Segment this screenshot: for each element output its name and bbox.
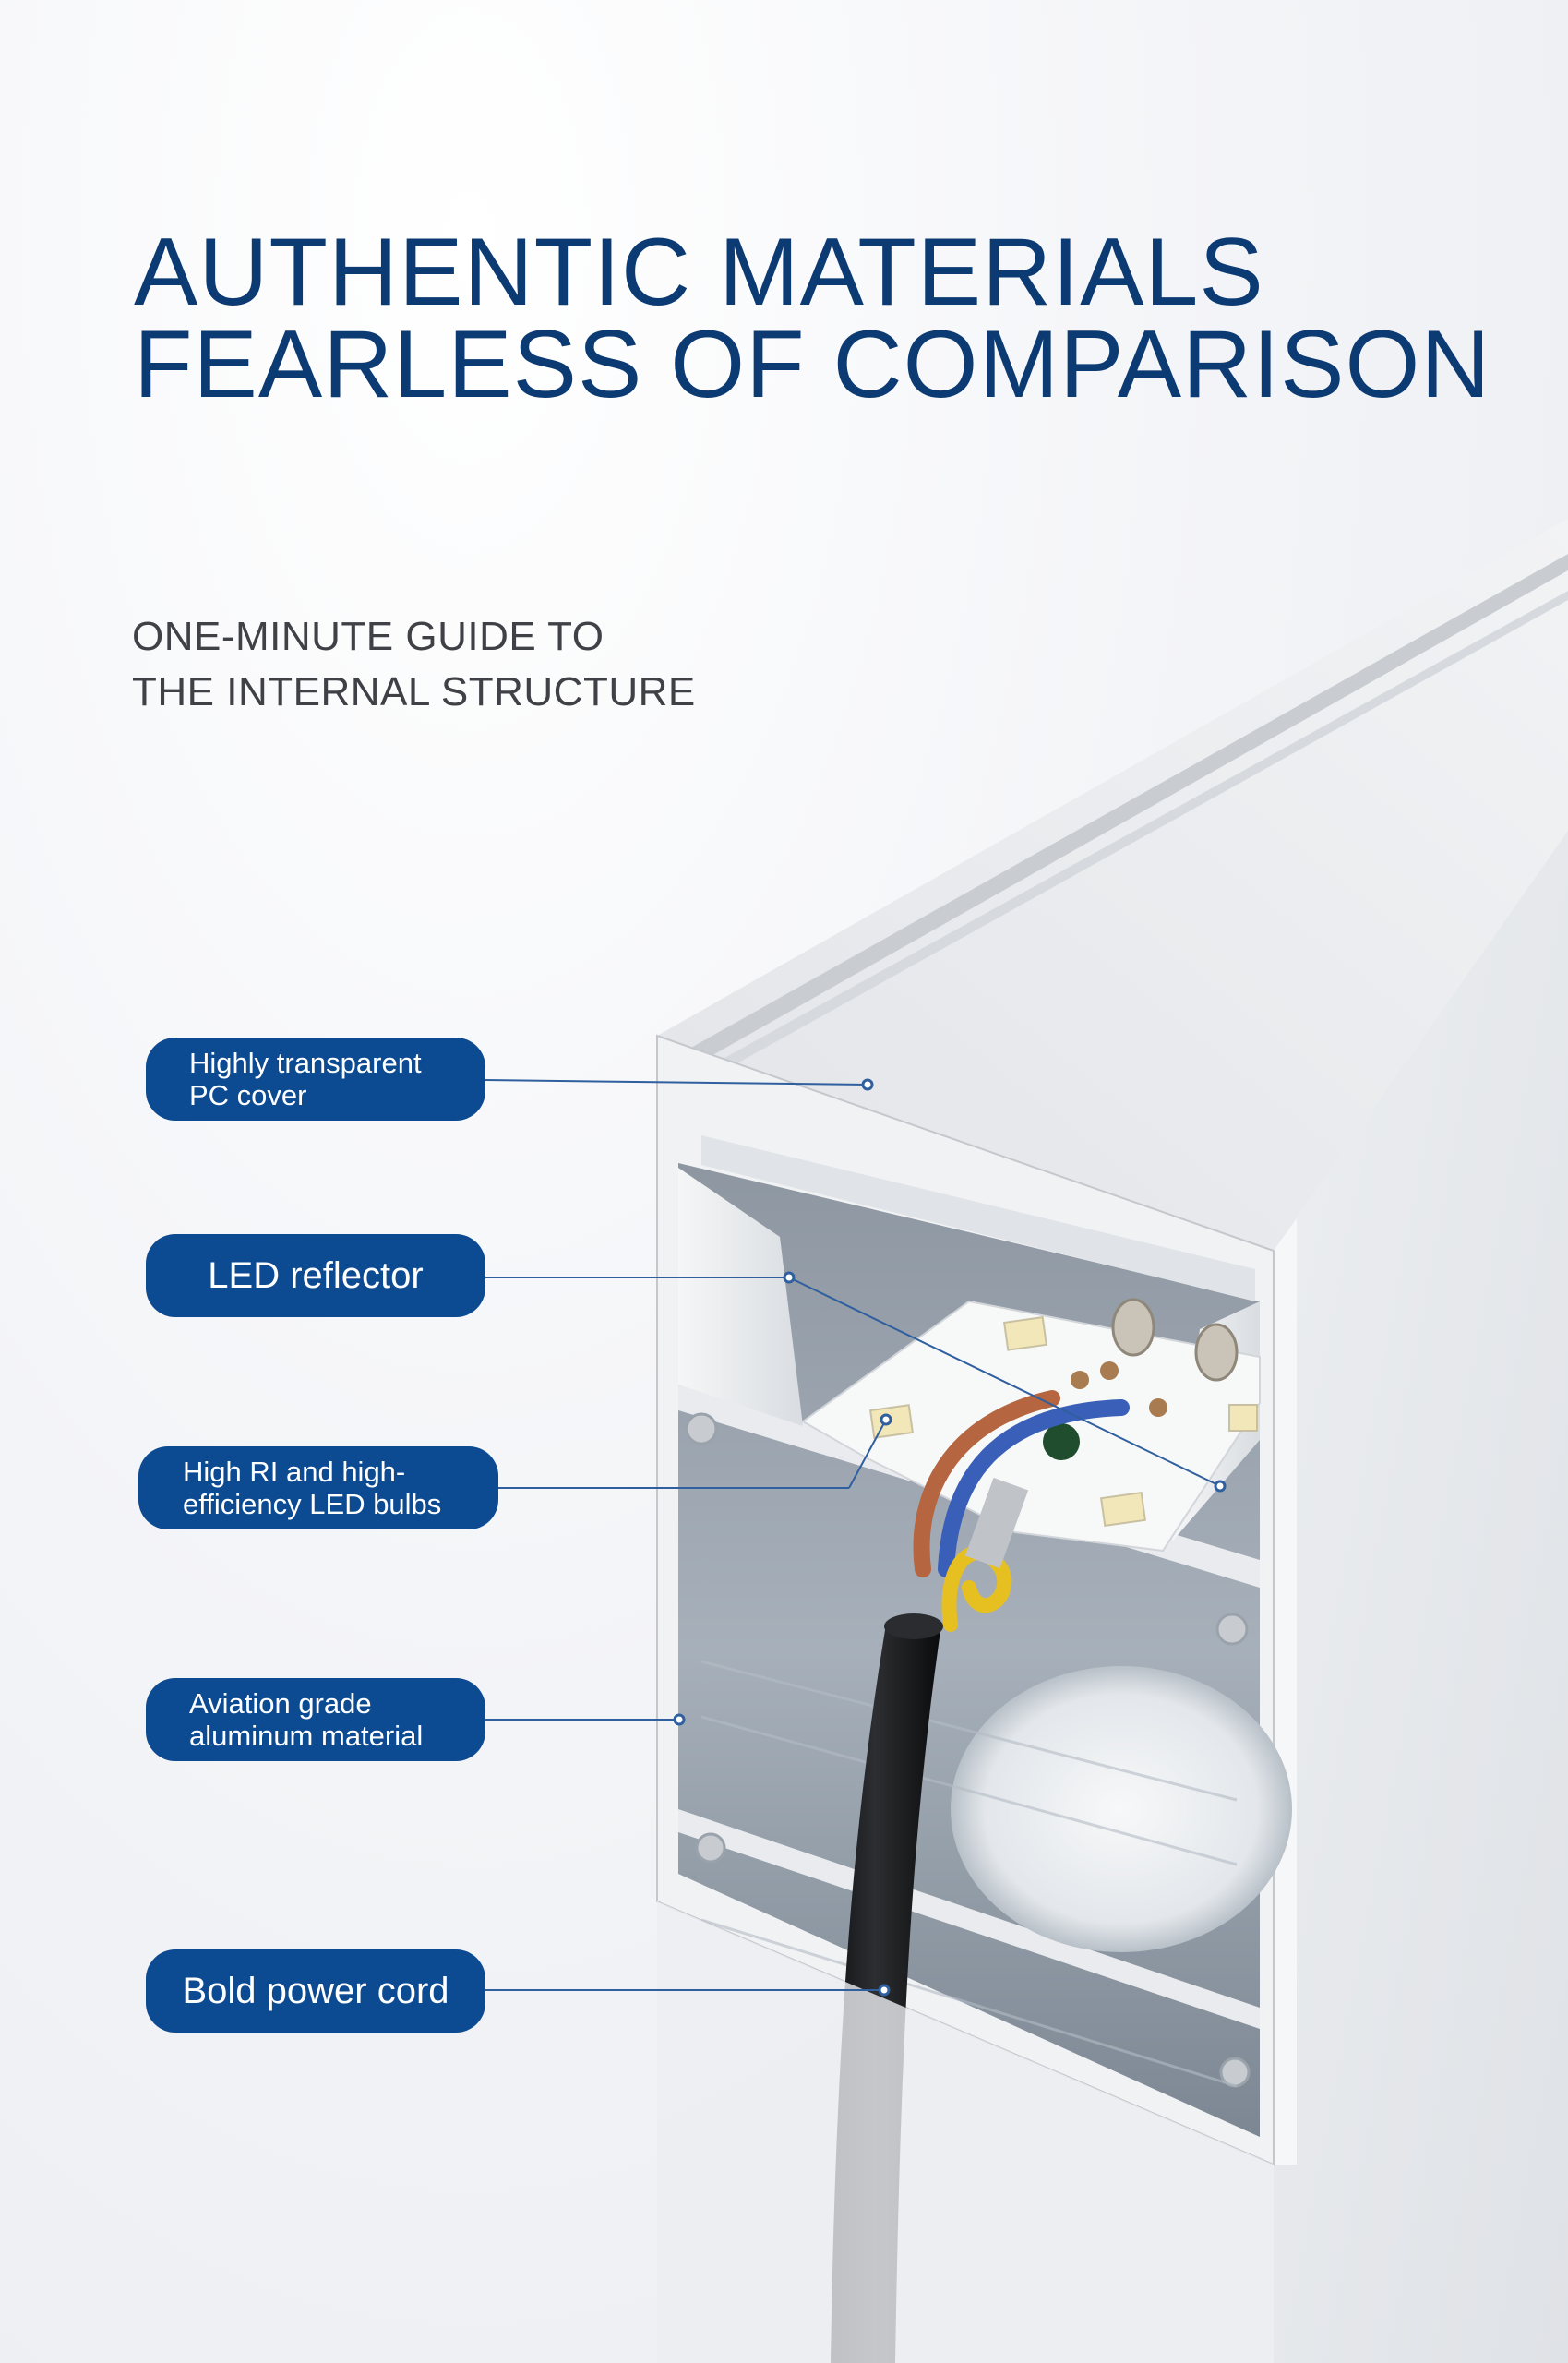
callout-led-bulbs: High RI and high- efficiency LED bulbs xyxy=(138,1446,498,1529)
callout-pc-cover-line-2: PC cover xyxy=(189,1079,307,1111)
page-title: AUTHENTIC MATERIALS FEARLESS OF COMPARIS… xyxy=(134,219,1491,418)
pc-cover-top-face xyxy=(657,519,1568,1251)
end-cap-opening xyxy=(951,1666,1292,1952)
wire-yellow xyxy=(941,1545,1012,1632)
led-reflector-left xyxy=(678,1168,803,1426)
callout-led-reflector-label: LED reflector xyxy=(208,1255,424,1296)
subtitle-line-1: ONE-MINUTE GUIDE TO xyxy=(132,614,604,659)
callout-aluminum-line-2: aluminum material xyxy=(189,1720,424,1752)
title-line-1: AUTHENTIC MATERIALS xyxy=(134,219,1264,326)
subtitle-line-2: THE INTERNAL STRUCTURE xyxy=(132,669,696,714)
callout-led-bulbs-line-2: efficiency LED bulbs xyxy=(183,1488,442,1520)
leader-lines xyxy=(485,1079,1221,1991)
callout-aluminum-line-1: Aviation grade xyxy=(189,1687,372,1720)
callout-led-reflector: LED reflector xyxy=(146,1234,485,1317)
leader-dots xyxy=(673,1078,1227,1997)
callout-power-cord-label: Bold power cord xyxy=(182,1971,449,2011)
callout-aluminum: Aviation grade aluminum material xyxy=(146,1678,485,1761)
title-line-2: FEARLESS OF COMPARISON xyxy=(134,311,1491,418)
top-groove xyxy=(683,554,1568,1062)
callout-pc-cover-line-1: Highly transparent xyxy=(189,1047,422,1079)
callout-power-cord: Bold power cord xyxy=(146,1949,485,2033)
callout-pc-cover: Highly transparent PC cover xyxy=(146,1038,485,1121)
wire-blue xyxy=(938,1399,1130,1577)
section-subtitle: ONE-MINUTE GUIDE TO THE INTERNAL STRUCTU… xyxy=(132,609,696,720)
callout-led-bulbs-line-1: High RI and high- xyxy=(183,1456,406,1488)
wire-brown xyxy=(913,1390,1060,1577)
housing-side-face xyxy=(1274,831,1568,2363)
